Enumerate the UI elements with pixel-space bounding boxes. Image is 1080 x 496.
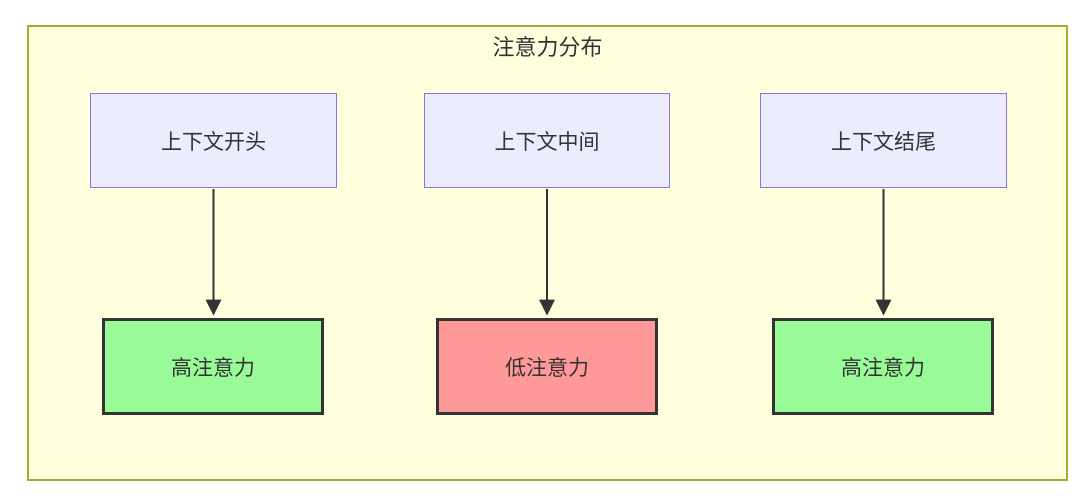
- node-low-attention-middle: 低注意力: [436, 318, 658, 415]
- node-high-attention-right: 高注意力: [772, 318, 994, 415]
- node-high-attention-left: 高注意力: [102, 318, 324, 415]
- node-context-start: 上下文开头: [90, 93, 337, 188]
- cluster-title: 注意力分布: [492, 35, 603, 60]
- node-context-middle: 上下文中间: [424, 93, 670, 188]
- node-context-end: 上下文结尾: [760, 93, 1007, 188]
